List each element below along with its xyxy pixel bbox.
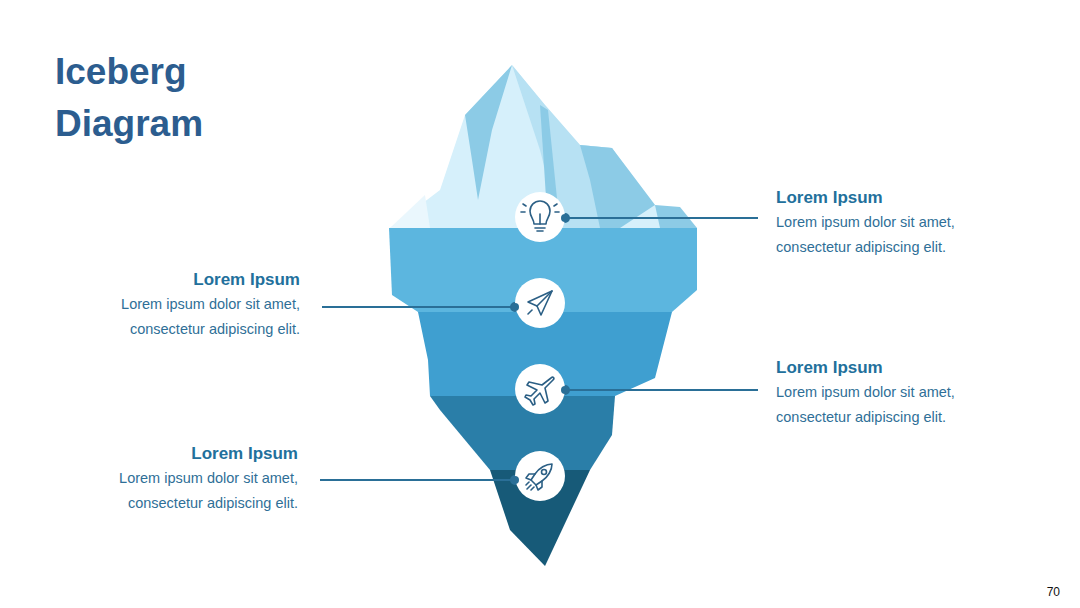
callout-heading: Lorem Ipsum [58,443,298,465]
iceberg-facet [465,65,512,200]
page-number: 70 [1020,585,1060,599]
slide-title: Iceberg Diagram [55,46,285,150]
callout-body: Lorem ipsum dolor sit amet, consectetur … [88,466,298,516]
icon-circle [515,278,565,328]
lightbulb-icon [521,201,559,231]
airplane-icon [525,377,554,405]
callout-body: Lorem ipsum dolor sit amet, consectetur … [776,210,986,260]
callout-heading: Lorem Ipsum [776,357,1016,379]
leader-dot [561,214,569,222]
iceberg-facet [390,195,430,228]
iceberg-facet [655,205,697,228]
icon-circle [515,451,565,501]
leader-line [565,217,758,219]
leader-line [320,479,515,481]
callout-heading: Lorem Ipsum [60,269,300,291]
leader-line [565,389,758,391]
callout-heading: Lorem Ipsum [776,187,1016,209]
icon-circle [515,364,565,414]
leader-line [322,306,515,308]
leader-dot [561,214,569,222]
leader-dot [511,303,519,311]
callout-body: Lorem ipsum dolor sit amet, consectetur … [776,380,986,430]
leader-dot [511,303,519,311]
leader-dot [561,386,569,394]
callout-body: Lorem ipsum dolor sit amet, consectetur … [90,292,300,342]
rocket-icon [526,464,552,490]
leader-dot [511,476,519,484]
icon-circle [515,192,565,242]
leader-dot [511,476,519,484]
leader-dot [561,386,569,394]
iceberg-facet [580,145,655,228]
paper-plane-icon [528,291,552,315]
